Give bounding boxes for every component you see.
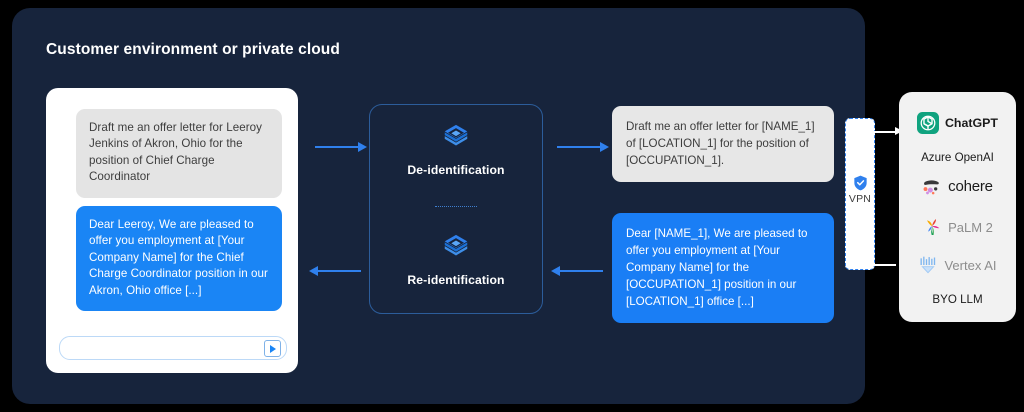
llm-label: Azure OpenAI [921, 151, 994, 164]
shield-check-icon [853, 175, 867, 191]
vertex-ai-icon [920, 256, 936, 274]
arrow-vpn-to-llm [866, 128, 903, 135]
openai-icon [916, 112, 939, 134]
vpn-label: VPN [848, 193, 872, 205]
llm-item-byo-llm[interactable]: BYO LLM [899, 293, 1016, 306]
llm-label: cohere [948, 178, 993, 195]
layers-stack-icon [444, 124, 468, 146]
process-step-label: Re-identification [407, 273, 505, 287]
arrow-deidentification-to-prompt [557, 142, 609, 152]
llm-provider-panel: ChatGPT Azure OpenAI cohere PaLM 2 [899, 92, 1016, 322]
page-title: Customer environment or private cloud [46, 41, 340, 58]
chat-bubble-assistant: Dear Leeroy, We are pleased to offer you… [76, 206, 282, 312]
chat-card: Draft me an offer letter for Leeroy Jenk… [46, 88, 298, 373]
vpn-tunnel: VPN [845, 118, 875, 270]
arrow-llm-to-vpn [866, 264, 896, 266]
process-step-deidentification: De-identification [370, 122, 542, 177]
process-step-reidentification: Re-identification [370, 232, 542, 287]
llm-item-cohere[interactable]: cohere [899, 178, 1016, 195]
layers-stack-icon [444, 234, 468, 256]
llm-label: PaLM 2 [948, 219, 993, 235]
process-step-label: De-identification [407, 163, 505, 177]
send-triangle-icon[interactable] [264, 340, 281, 357]
llm-item-palm2[interactable]: PaLM 2 [899, 217, 1016, 237]
vpn-inner: VPN [846, 175, 874, 205]
llm-label: BYO LLM [932, 293, 983, 306]
llm-item-azure-openai[interactable]: Azure OpenAI [899, 151, 1016, 164]
palm-pinwheel-icon [927, 219, 940, 235]
cohere-icon [923, 179, 939, 194]
llm-item-chatgpt[interactable]: ChatGPT [899, 112, 1016, 134]
llm-label: Vertex AI [944, 257, 997, 273]
arrow-reidentification-to-chat [309, 266, 361, 276]
process-divider [435, 206, 477, 207]
arrow-chat-to-deidentification [315, 142, 367, 152]
llm-label: ChatGPT [944, 116, 998, 130]
arrow-reply-to-reidentification [551, 266, 603, 276]
customer-environment-panel: Customer environment or private cloud Dr… [12, 8, 865, 404]
deidentified-reply-bubble: Dear [NAME_1], We are pleased to offer y… [612, 213, 834, 323]
chat-input[interactable] [59, 336, 287, 360]
llm-item-vertex-ai[interactable]: Vertex AI [899, 255, 1016, 275]
identification-process-card: De-identification Re-identification [369, 104, 543, 314]
chat-bubble-user: Draft me an offer letter for Leeroy Jenk… [76, 109, 282, 198]
deidentified-prompt-bubble: Draft me an offer letter for [NAME_1] of… [612, 106, 834, 182]
